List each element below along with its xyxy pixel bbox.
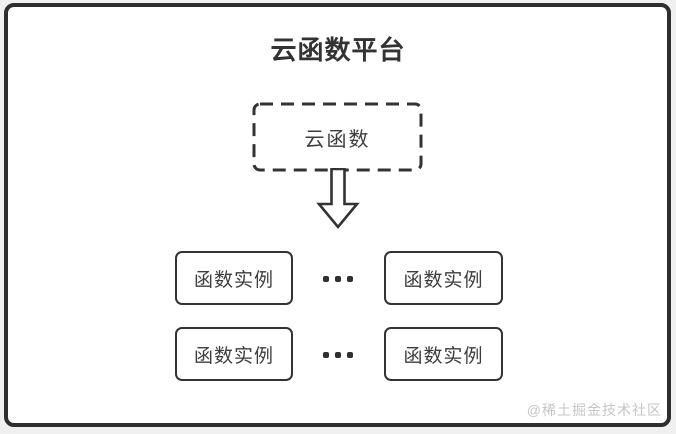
dot <box>335 276 341 282</box>
ellipsis-dots-icon <box>323 276 353 282</box>
function-instance-box: 函数实例 <box>175 251 293 305</box>
dot <box>323 352 329 358</box>
function-instance-box: 函数实例 <box>175 327 293 381</box>
function-instance-box: 函数实例 <box>384 327 503 381</box>
watermark: @稀土掘金技术社区 <box>526 402 662 418</box>
diagram-title: 云函数平台 <box>270 35 406 65</box>
dot <box>335 352 341 358</box>
dot <box>347 276 353 282</box>
down-arrow-icon <box>316 168 360 230</box>
cloud-function-box: 云函数 <box>304 128 371 151</box>
dot <box>347 352 353 358</box>
ellipsis-dots-icon <box>323 352 353 358</box>
function-instance-box: 函数实例 <box>384 251 503 305</box>
dot <box>323 276 329 282</box>
